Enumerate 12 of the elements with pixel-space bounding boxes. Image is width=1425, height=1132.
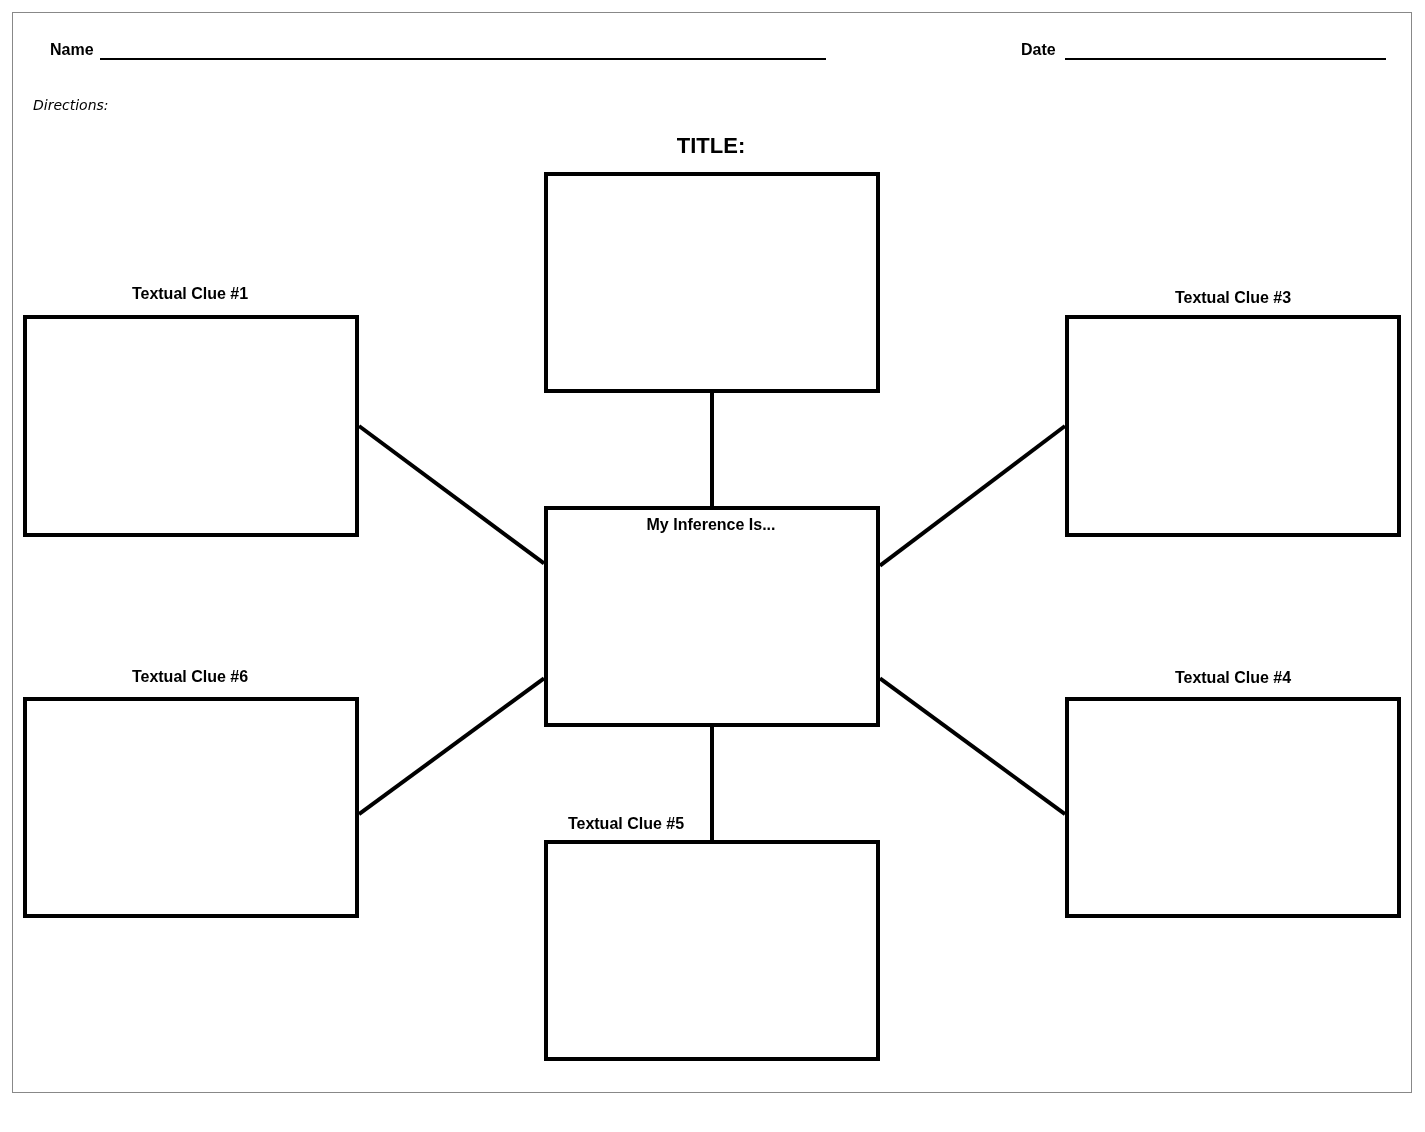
box-heading: Textual Clue #5 — [567, 815, 685, 833]
field-label: Date — [1021, 41, 1056, 59]
directions-label: Directions: — [33, 97, 109, 113]
box-heading: Textual Clue #1 — [131, 285, 249, 303]
box-heading: TITLE: — [676, 133, 746, 159]
box-heading: My Inference Is... — [646, 516, 776, 534]
box-heading: Textual Clue #6 — [131, 668, 249, 686]
box-heading: Textual Clue #4 — [1174, 669, 1292, 687]
connector-line — [710, 393, 714, 506]
field-label: Name — [50, 41, 94, 59]
connector-line — [710, 727, 714, 840]
box-heading: Textual Clue #3 — [1174, 289, 1292, 307]
